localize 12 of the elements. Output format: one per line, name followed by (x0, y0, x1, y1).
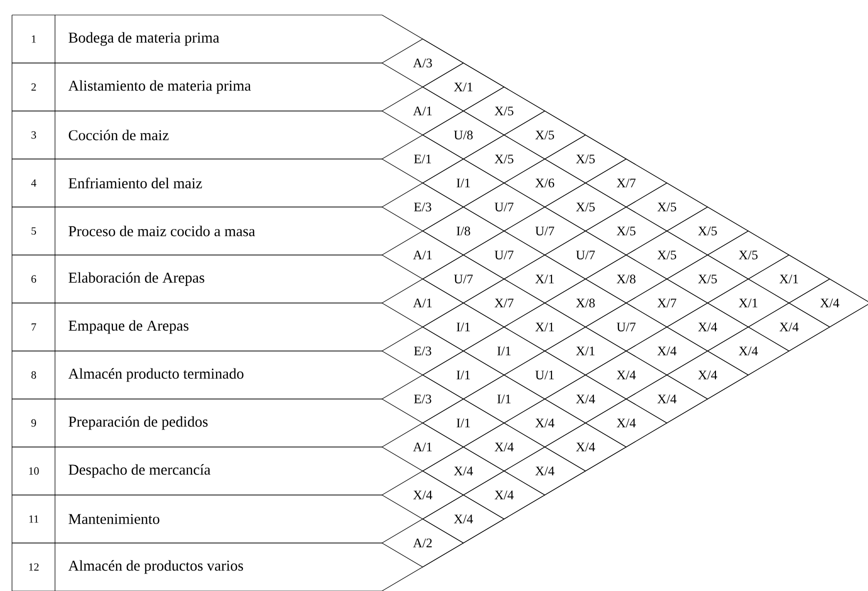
table-row: 1 Bodega de materia prima (12, 14, 382, 64)
table-row: 10 Despacho de mercancía (12, 446, 382, 496)
table-row: 2 Alistamiento de materia prima (12, 62, 382, 112)
table-row: 3 Cocción de maiz (12, 110, 382, 160)
table-row: 7 Empaque de Arepas (12, 302, 382, 352)
table-row: 11 Mantenimiento (12, 494, 382, 544)
table-row: 8 Almacén producto terminado (12, 350, 382, 400)
table-row: 6 Elaboración de Arepas (12, 254, 382, 304)
table-row: 9 Preparación de pedidos (12, 398, 382, 448)
table-row: 4 Enfriamiento del maiz (12, 158, 382, 208)
table-row: 5 Proceso de maiz cocido a masa (12, 206, 382, 256)
table-row: 12 Almacén de productos varios (12, 542, 382, 591)
